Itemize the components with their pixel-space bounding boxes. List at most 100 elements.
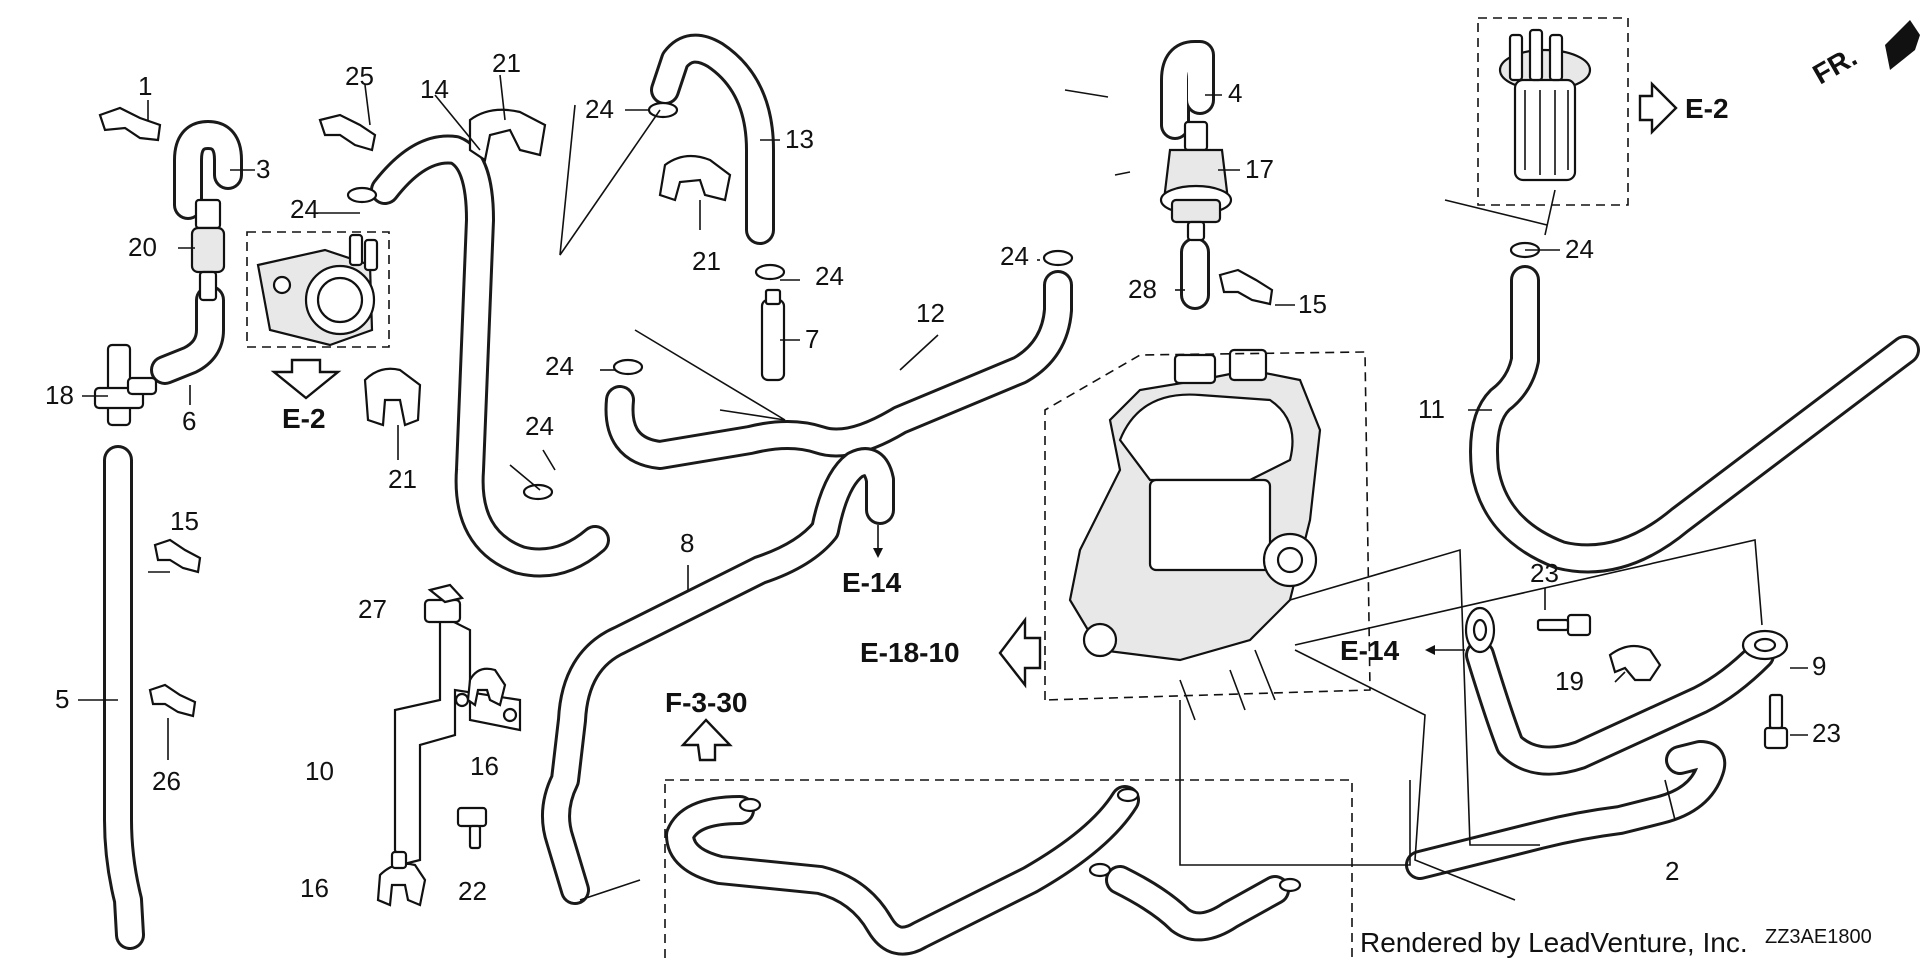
hose-6[interactable] xyxy=(150,285,225,385)
arrow-e14-right xyxy=(1425,645,1465,655)
callout-4[interactable]: 4 xyxy=(1228,78,1242,108)
arrow-e2-right xyxy=(1638,81,1678,135)
ref-e18-10[interactable]: E-18-10 xyxy=(860,637,960,668)
reference-labels: E-2 E-2 E-14 E-14 E-18-10 F-3-30 xyxy=(282,93,1729,718)
part-21-clamp-mid[interactable] xyxy=(658,154,732,202)
callout-11[interactable]: 11 xyxy=(1418,394,1445,424)
callout-14[interactable]: 14 xyxy=(420,74,449,104)
part-7-joint[interactable] xyxy=(760,288,786,382)
hose-13[interactable] xyxy=(650,33,775,245)
part-23-bolt-upper[interactable] xyxy=(1536,613,1592,637)
hose-4[interactable] xyxy=(1160,40,1215,140)
callout-24b[interactable]: 24 xyxy=(290,194,319,224)
part-10-bracket[interactable] xyxy=(393,613,522,867)
arrow-e14-center xyxy=(873,525,883,558)
part-15-clip-right[interactable] xyxy=(1218,268,1274,306)
part-27-clip[interactable] xyxy=(423,583,465,624)
part-16-clamp-upper[interactable] xyxy=(454,667,507,708)
hose-lower-left[interactable] xyxy=(665,785,1140,956)
hose-5[interactable] xyxy=(103,445,145,950)
callout-27[interactable]: 27 xyxy=(358,594,387,624)
part-26-clip[interactable] xyxy=(148,683,197,718)
callouts: 1 2 3 4 5 6 7 8 9 10 11 12 13 14 15 16 1… xyxy=(45,48,1826,906)
callout-23[interactable]: 23 xyxy=(1530,558,1559,588)
callout-24[interactable]: 24 xyxy=(585,94,614,124)
callout-21b[interactable]: 21 xyxy=(388,464,417,494)
part-21-clamp-left[interactable] xyxy=(363,367,422,427)
ref-e14-right[interactable]: E-14 xyxy=(1340,635,1400,666)
callout-6[interactable]: 6 xyxy=(182,406,196,436)
callout-13[interactable]: 13 xyxy=(785,124,814,154)
footer-credit: Rendered by LeadVenture, Inc. xyxy=(1360,927,1748,958)
callout-21c[interactable]: 21 xyxy=(692,246,721,276)
part-17-fuel-filter[interactable] xyxy=(1159,120,1233,242)
hose-9[interactable] xyxy=(1465,640,1775,776)
callout-24c[interactable]: 24 xyxy=(815,261,844,291)
callout-10[interactable]: 10 xyxy=(305,756,334,786)
part-throttle-body[interactable] xyxy=(1068,348,1322,721)
callout-2[interactable]: 2 xyxy=(1665,856,1679,886)
part-24-clamps[interactable] xyxy=(346,101,1541,893)
part-1-clip[interactable] xyxy=(98,106,162,142)
ref-e14-center[interactable]: E-14 xyxy=(842,567,902,598)
hose-8[interactable] xyxy=(541,447,895,905)
part-9-banjo[interactable] xyxy=(1741,629,1789,661)
arrow-e2-left xyxy=(270,358,342,400)
part-19-clip[interactable] xyxy=(1608,644,1662,682)
dashed-box-e2-right xyxy=(1477,17,1629,206)
leader-lines xyxy=(78,74,1808,901)
hose-lower-right[interactable] xyxy=(1105,865,1290,942)
callout-20[interactable]: 20 xyxy=(128,232,157,262)
ref-e2-right[interactable]: E-2 xyxy=(1685,93,1729,124)
callout-22[interactable]: 22 xyxy=(458,876,487,906)
hose-2[interactable] xyxy=(1405,740,1727,880)
callout-24f[interactable]: 24 xyxy=(1000,241,1029,271)
callout-24d[interactable]: 24 xyxy=(545,351,574,381)
arrow-fr xyxy=(1885,20,1920,70)
ref-e2-left[interactable]: E-2 xyxy=(282,403,326,434)
part-banjo-e14[interactable] xyxy=(1464,606,1496,654)
hose-3[interactable] xyxy=(173,120,243,220)
part-15-clip-left[interactable] xyxy=(153,538,202,574)
callout-16[interactable]: 16 xyxy=(470,751,499,781)
part-fuel-pump-left[interactable] xyxy=(256,233,379,347)
part-20-inline-filter[interactable] xyxy=(190,198,226,302)
callout-5[interactable]: 5 xyxy=(55,684,69,714)
callout-17[interactable]: 17 xyxy=(1245,154,1274,184)
hose-14[interactable] xyxy=(370,134,610,578)
callout-16b[interactable]: 16 xyxy=(300,873,329,903)
callout-12[interactable]: 12 xyxy=(916,298,945,328)
hose-12[interactable] xyxy=(604,270,1073,470)
part-18-t-joint[interactable] xyxy=(93,343,158,427)
callout-7[interactable]: 7 xyxy=(805,324,819,354)
callout-1[interactable]: 1 xyxy=(138,71,152,101)
callout-15b[interactable]: 15 xyxy=(170,506,199,536)
callout-3[interactable]: 3 xyxy=(256,154,270,184)
callout-24e[interactable]: 24 xyxy=(525,411,554,441)
part-21-clamp-top[interactable] xyxy=(468,108,547,162)
callouts-duplicates: 21 21 24 24 24 24 24 24 15 16 23 xyxy=(170,194,1841,903)
callout-23b[interactable]: 23 xyxy=(1812,718,1841,748)
arrow-f3-30 xyxy=(680,718,733,762)
callout-18[interactable]: 18 xyxy=(45,380,74,410)
part-fuel-pump-right[interactable] xyxy=(1498,28,1592,182)
part-16-clamp-lower[interactable] xyxy=(376,850,427,907)
callout-25[interactable]: 25 xyxy=(345,61,374,91)
ref-f3-30[interactable]: F-3-30 xyxy=(665,687,747,718)
drawing-code: ZZ3AE1800 xyxy=(1765,926,1872,948)
dashed-box-throttle xyxy=(1044,351,1371,701)
callout-24g[interactable]: 24 xyxy=(1565,234,1594,264)
callout-28[interactable]: 28 xyxy=(1128,274,1157,304)
callout-26[interactable]: 26 xyxy=(152,766,181,796)
callout-9[interactable]: 9 xyxy=(1812,651,1826,681)
part-22-bolt[interactable] xyxy=(456,806,488,850)
hose-11[interactable] xyxy=(1469,265,1920,574)
direction-label: FR. xyxy=(1808,41,1863,90)
part-23-bolt-lower[interactable] xyxy=(1763,693,1789,750)
callout-15[interactable]: 15 xyxy=(1298,289,1327,319)
part-25-clip[interactable] xyxy=(318,113,377,152)
callout-19[interactable]: 19 xyxy=(1555,666,1584,696)
callout-21[interactable]: 21 xyxy=(492,48,521,78)
callout-8[interactable]: 8 xyxy=(680,528,694,558)
